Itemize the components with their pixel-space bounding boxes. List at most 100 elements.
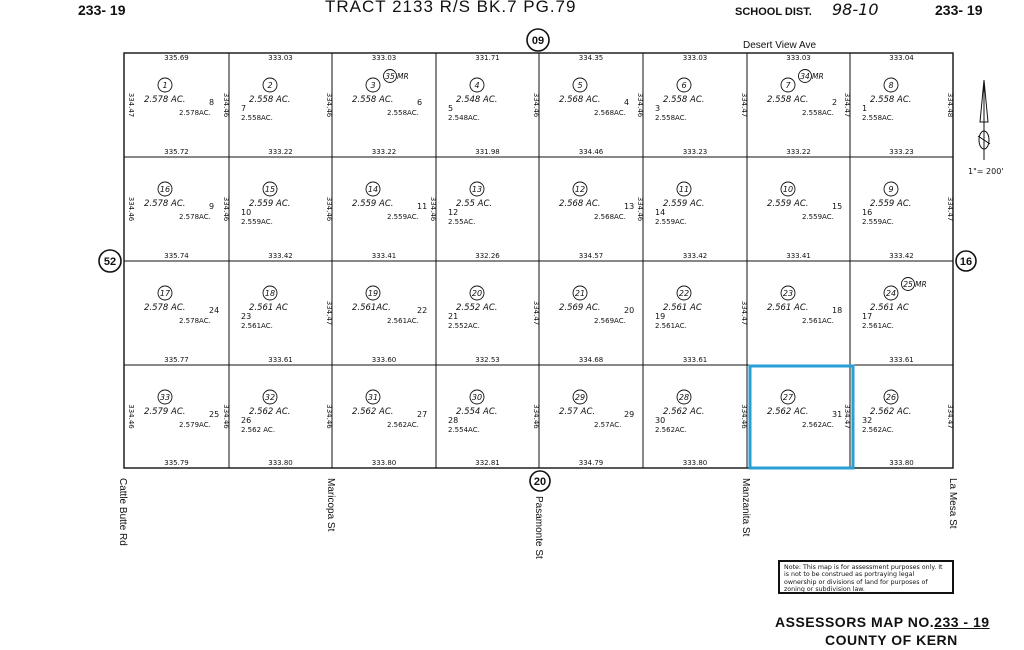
parcel[interactable]: 12.578 AC.82.578AC. — [144, 77, 214, 117]
parcel-circle — [262, 181, 278, 197]
parcel[interactable]: 112.559 AC.142.559AC. — [655, 181, 705, 226]
parcel[interactable]: 162.578 AC.92.578AC. — [144, 181, 214, 221]
parcel[interactable]: 202.552 AC.212.552AC. — [448, 285, 498, 330]
parcel-circle — [262, 77, 278, 93]
street-cattle-butte-rd: Cattle Butte Rd — [117, 478, 128, 546]
parcel-circle — [572, 285, 588, 301]
parcel-circle — [676, 285, 692, 301]
parcel[interactable]: 52.568 AC.42.568AC. — [559, 77, 629, 117]
adjoining-map-right[interactable]: 16 — [955, 250, 977, 272]
parcel-circle — [469, 181, 485, 197]
parcel[interactable]: 152.559 AC.102.559AC. — [241, 181, 291, 226]
parcel-acreage-handwritten: 2.562 AC. — [352, 407, 394, 417]
parcel-circle-number: 18 — [265, 289, 275, 298]
parcel-acreage-handwritten: 2.578 AC. — [144, 303, 186, 313]
parcel-circle-number: 16 — [160, 185, 170, 194]
parcel[interactable]: 142.559 AC.112.559AC. — [352, 181, 427, 221]
parcel-circle-number: 32 — [265, 393, 275, 402]
parcel-circle-number: 24 — [886, 289, 896, 298]
dimension-label: 333.61 — [889, 356, 914, 364]
mr-suffix: MR — [915, 280, 927, 289]
parcel-circle — [572, 77, 588, 93]
parcel[interactable]: 292.57 AC.292.57AC. — [559, 389, 634, 429]
dimension-label: 334.46 — [532, 404, 540, 429]
dimension-label: 334.46 — [579, 148, 604, 156]
adjoining-map-top[interactable]: 09 — [526, 28, 550, 52]
dimension-label: 334.46 — [222, 404, 230, 429]
lot-number: 2 — [832, 98, 837, 107]
parcel[interactable]: 132.55 AC.122.55AC. — [448, 181, 492, 226]
lot-acreage: 2.578AC. — [179, 213, 211, 221]
dimension-label: 333.41 — [786, 252, 811, 260]
parcel-acreage-handwritten: 2.561 AC. — [767, 303, 809, 313]
parcel[interactable]: 62.558 AC.32.558AC. — [655, 77, 705, 122]
parcel[interactable]: 82.558 AC.12.558AC. — [862, 77, 912, 122]
parcel[interactable]: 302.554 AC.282.554AC. — [448, 389, 498, 434]
lot-number: 30 — [655, 416, 665, 425]
dimension-label: 333.03 — [268, 54, 293, 62]
parcel-circle — [676, 389, 692, 405]
corner-label-left: 233- 19 — [78, 2, 126, 18]
parcel[interactable]: 232.561 AC.182.561AC. — [767, 285, 842, 325]
lot-number: 9 — [209, 202, 214, 211]
parcel[interactable]: 312.562 AC.272.562AC. — [352, 389, 427, 429]
dimension-label: 333.61 — [683, 356, 708, 364]
dimension-label: 331.71 — [475, 54, 500, 62]
parcel-circle — [262, 389, 278, 405]
parcel-circle — [780, 181, 796, 197]
parcel-circle-number: 1 — [162, 81, 167, 90]
parcel[interactable]: 102.559 AC.152.559AC. — [767, 181, 842, 221]
parcel[interactable]: 92.559 AC.162.559AC. — [862, 181, 912, 226]
school-dist-value: 98-10 — [832, 0, 879, 19]
parcel[interactable]: 332.579 AC.252.579AC. — [144, 389, 219, 429]
parcel-grid — [123, 52, 954, 469]
map-number-label: ASSESSORS MAP NO. — [775, 614, 935, 630]
lot-number: 17 — [862, 312, 872, 321]
lot-number: 24 — [209, 306, 219, 315]
mr-number: 34 — [800, 72, 810, 81]
dimension-label: 334.47 — [946, 197, 954, 222]
dimension-label: 334.46 — [222, 93, 230, 118]
parcel[interactable]: 322.562 AC.262.562 AC. — [241, 389, 291, 434]
parcel[interactable]: 262.562 AC.322.562AC. — [862, 389, 912, 434]
adjoining-map-left[interactable]: 52 — [98, 249, 122, 273]
parcel[interactable]: 42.548 AC.52.548AC. — [448, 77, 498, 122]
lot-acreage: 2.579AC. — [179, 421, 211, 429]
adjoining-map-bottom[interactable]: 20 — [529, 470, 551, 492]
corner-label-right: 233- 19 — [935, 2, 983, 18]
lot-acreage: 2.559AC. — [241, 218, 273, 226]
lot-number: 5 — [448, 104, 453, 113]
dimension-label: 335.72 — [164, 148, 189, 156]
lot-number: 21 — [448, 312, 458, 321]
parcel-circle-number: 31 — [368, 393, 378, 402]
mr-circle — [901, 277, 915, 291]
lot-acreage: 2.558AC. — [802, 109, 834, 117]
parcel[interactable]: 192.561AC.222.561AC. — [352, 285, 427, 325]
dimension-label: 333.80 — [268, 459, 293, 467]
parcel-circle — [365, 389, 381, 405]
parcel-circle-number: 30 — [472, 393, 482, 402]
parcel-acreage-handwritten: 2.559 AC. — [870, 199, 912, 209]
parcel-circle-number: 20 — [472, 289, 482, 298]
lot-number: 10 — [241, 208, 251, 217]
parcel-circle-number: 6 — [681, 81, 686, 90]
parcel[interactable]: 212.569 AC.202.569AC. — [559, 285, 634, 325]
parcel-circle — [676, 181, 692, 197]
parcel-acreage-handwritten: 2.568 AC. — [559, 199, 601, 209]
parcel[interactable]: 22.558 AC.72.558AC. — [241, 77, 291, 122]
parcel[interactable]: 272.562 AC.312.562AC. — [767, 389, 842, 429]
parcel[interactable]: 282.562 AC.302.562AC. — [655, 389, 705, 434]
parcel[interactable]: 122.568 AC.132.568AC. — [559, 181, 634, 221]
lot-number: 15 — [832, 202, 842, 211]
parcel-acreage-handwritten: 2.578 AC. — [144, 95, 186, 105]
lot-number: 19 — [655, 312, 665, 321]
parcel-circle-number: 14 — [368, 185, 378, 194]
lot-number: 31 — [832, 410, 842, 419]
parcel[interactable]: 172.578 AC.242.578AC. — [144, 285, 219, 325]
